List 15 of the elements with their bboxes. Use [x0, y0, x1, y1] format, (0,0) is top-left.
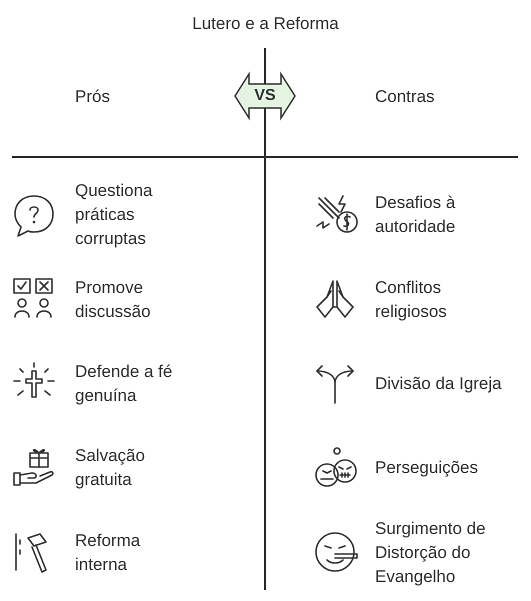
vs-badge	[233, 70, 297, 122]
pro-text: Questiona práticas corruptas	[75, 180, 154, 250]
pro-text: Defende a fé genuína	[75, 361, 174, 407]
con-text: Conflitos religiosos	[375, 277, 448, 323]
con-text: Desafios à autoridade	[375, 192, 456, 238]
column-heading: Prós	[75, 86, 110, 108]
column-heading: Contras	[375, 86, 435, 108]
con-text: Surgimento de Distorção do Evangelho	[375, 518, 487, 588]
title: Lutero e a Reforma	[191, 13, 340, 35]
con-text: Perseguições	[375, 457, 480, 479]
pro-text: Reforma interna	[75, 530, 142, 576]
con-text: Divisão da Igreja	[375, 373, 503, 395]
pro-text: Promove discussão	[75, 277, 152, 323]
pro-text: Salvação gratuita	[75, 445, 146, 491]
vs-text: VS	[253, 86, 277, 106]
